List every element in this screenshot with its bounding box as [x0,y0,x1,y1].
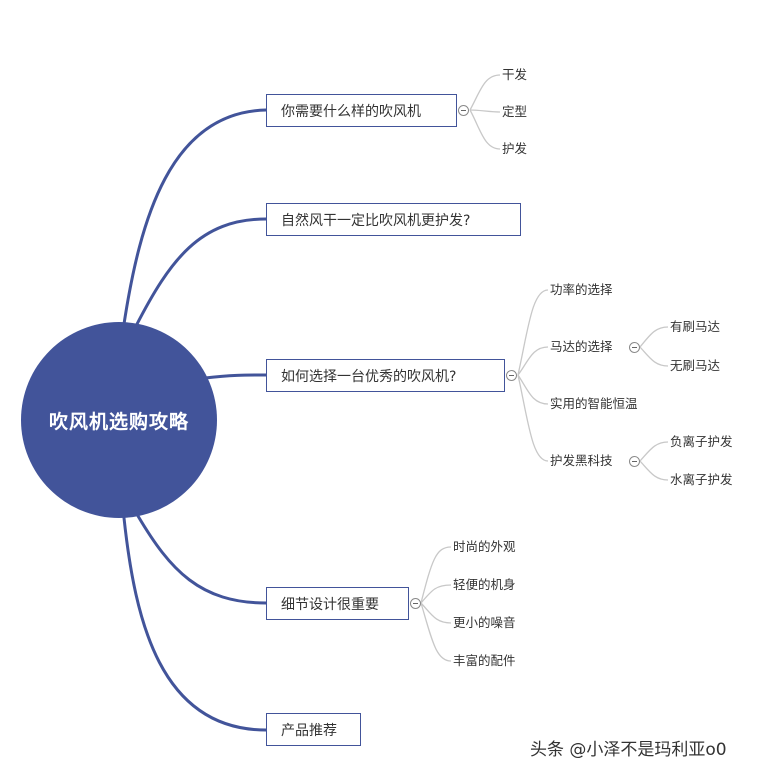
leaf-negative-ion[interactable]: 负离子护发 [670,434,733,449]
collapse-icon[interactable] [410,598,421,609]
leaf-hair-care[interactable]: 护发 [502,141,528,156]
leaf-stylish-look[interactable]: 时尚的外观 [453,539,516,554]
topic-label: 如何选择一台优秀的吹风机? [281,368,457,385]
connector-leaf-power [517,289,549,376]
leaf-water-ion[interactable]: 水离子护发 [670,472,733,487]
connector-leaf-brushless [639,346,669,367]
connector-leaf-thermo [517,374,549,405]
connector-leaf-care [469,109,501,150]
connector-leaf-negion [639,441,669,462]
topic-product-recommendation[interactable]: 产品推荐 [266,713,361,746]
topic-detail-design[interactable]: 细节设计很重要 [266,587,409,620]
connector-main-1 [122,108,268,326]
connector-leaf-motor [517,346,549,376]
collapse-icon[interactable] [629,456,640,467]
connector-leaf-quiet [420,602,452,624]
leaf-light-body[interactable]: 轻便的机身 [453,577,516,592]
leaf-dry-hair[interactable]: 干发 [502,67,528,82]
connector-leaf-waterion [639,460,669,481]
topic-label: 自然风干一定比吹风机更护发? [281,212,471,229]
connector-leaf-acc [420,602,452,662]
topic-label: 产品推荐 [281,722,337,739]
leaf-motor-choice[interactable]: 马达的选择 [550,339,613,354]
leaf-low-noise[interactable]: 更小的噪音 [453,615,516,630]
topic-hair-dryer-needs[interactable]: 你需要什么样的吹风机 [266,94,457,127]
connector-main-5 [122,516,268,732]
leaf-brushed-motor[interactable]: 有刷马达 [670,319,721,334]
collapse-icon[interactable] [506,370,517,381]
central-topic[interactable]: 吹风机选购攻略 [21,322,217,518]
connector-main-2 [134,217,268,328]
collapse-icon[interactable] [629,342,640,353]
topic-label: 你需要什么样的吹风机 [281,103,421,120]
connector-leaf-brushed [639,326,669,348]
leaf-styling[interactable]: 定型 [502,104,528,119]
connector-leaf-style [469,109,501,113]
connector-leaf-dry [469,74,501,111]
connector-leaf-tech [517,374,549,462]
leaf-brushless-motor[interactable]: 无刷马达 [670,358,721,373]
leaf-accessories[interactable]: 丰富的配件 [453,653,516,668]
topic-how-to-choose[interactable]: 如何选择一台优秀的吹风机? [266,359,505,392]
connector-leaf-light [420,584,452,604]
watermark-text: 头条 @小泽不是玛利亚o0 [530,740,727,760]
central-topic-label: 吹风机选购攻略 [48,410,189,433]
connector-main-3 [203,373,268,380]
connector-main-4 [136,514,268,605]
leaf-power-choice[interactable]: 功率的选择 [550,282,613,297]
connector-leaf-look [420,546,452,604]
leaf-smart-thermostat[interactable]: 实用的智能恒温 [550,396,638,411]
leaf-hair-care-tech[interactable]: 护发黑科技 [550,453,613,468]
topic-natural-drying[interactable]: 自然风干一定比吹风机更护发? [266,203,521,236]
collapse-icon[interactable] [458,105,469,116]
topic-label: 细节设计很重要 [281,596,379,613]
